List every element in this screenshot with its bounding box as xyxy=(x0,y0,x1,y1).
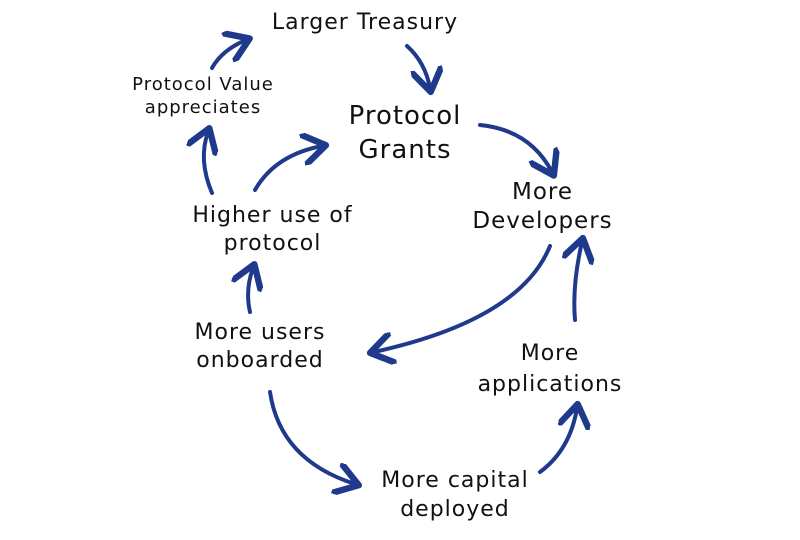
arrow-treasury-to-grants xyxy=(405,44,430,88)
node-more-developers: More Developers xyxy=(460,178,625,236)
arrow-users-to-capital xyxy=(268,390,355,484)
arrow-grants-to-developers xyxy=(478,123,552,172)
node-text: deployed xyxy=(400,496,510,522)
node-more-capital: More capital deployed xyxy=(360,467,550,524)
arrow-developers-to-users xyxy=(374,244,552,352)
node-text: appreciates xyxy=(144,97,262,119)
node-text: Developers xyxy=(472,207,613,234)
node-protocol-grants: Protocol Grants xyxy=(330,100,480,168)
node-more-users: More users onboarded xyxy=(175,319,345,374)
node-text: Protocol xyxy=(348,101,462,131)
node-text: protocol xyxy=(223,230,322,256)
node-text: applications xyxy=(477,371,623,397)
node-text: onboarded xyxy=(196,347,324,373)
node-text: More xyxy=(520,341,580,366)
node-text: Higher use of xyxy=(192,203,353,228)
arrow-users-to-higher-use xyxy=(248,268,253,314)
node-more-applications: More applications xyxy=(460,339,640,401)
arrow-higher-use-to-value xyxy=(204,132,212,195)
arrow-capital-to-applications xyxy=(538,408,577,474)
arrow-applications-to-developers xyxy=(574,242,582,322)
node-text: More capital xyxy=(381,468,529,493)
node-protocol-value: Protocol Value appreciates xyxy=(98,73,308,120)
node-text: Protocol Value xyxy=(132,74,274,95)
arrow-value-to-treasury xyxy=(210,40,246,70)
node-text: More xyxy=(511,179,574,205)
node-text: Larger Treasury xyxy=(271,10,459,35)
arrow-higher-use-to-grants xyxy=(253,146,322,192)
node-text: More users xyxy=(194,320,326,345)
node-text: Grants xyxy=(358,134,452,165)
node-higher-use: Higher use of protocol xyxy=(170,202,375,257)
node-larger-treasury: Larger Treasury xyxy=(250,10,480,36)
